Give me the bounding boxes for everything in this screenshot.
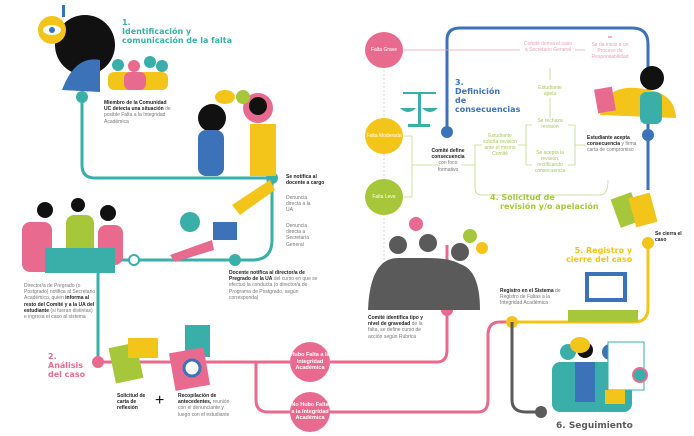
illustration-two-people-talking	[198, 90, 276, 176]
step3-title: 3. Definición de consecuencias	[455, 78, 521, 114]
committee-defines-text: Comité define consecuencia con foco form…	[431, 148, 465, 173]
teal-node	[229, 254, 241, 266]
illustration-committee-silhouettes	[368, 217, 488, 310]
illustration-documents	[108, 325, 211, 391]
illustration-followup-group	[552, 337, 648, 412]
outcome-no-circle: No Hubo Falta a la Integridad Académica	[290, 392, 330, 432]
step-number: 1.	[122, 18, 131, 27]
title-line: comunicación de la falta	[122, 36, 233, 45]
blue-path	[445, 26, 650, 190]
severity-leve: Falta Leve	[365, 179, 403, 215]
pink-node	[92, 356, 104, 368]
yellow-node	[642, 237, 654, 249]
blue-node	[642, 129, 654, 141]
outcome-yes-circle: Hubo Falta a la Integridad Académica	[290, 342, 330, 382]
step4-title: 4. Solicitud de revisión y/o apelación	[490, 193, 599, 211]
green-review-lines	[404, 68, 609, 198]
gray-path	[510, 322, 540, 414]
case-closed-text: Se cierra el caso	[655, 231, 682, 244]
step1-title: 1. Identificación y comunicación de la f…	[122, 18, 232, 45]
illustration-letter-handoff	[170, 180, 275, 262]
gather-evidence-text: Recopilación de antecedentes, reunión co…	[178, 393, 230, 418]
responsibility-process-text: **Se da inicio a un Proceso de Responsab…	[591, 36, 629, 60]
register-system-text: Registro en el Sistema de Registro de Fa…	[500, 288, 561, 307]
review-rejected-text: Se rechaza revisión	[537, 118, 563, 130]
step2-title: 2. Análisis del caso	[48, 352, 86, 379]
letter-request-text: Solicitud de carta de reflexión	[117, 393, 146, 412]
legend-direct-sg: Denuncia directa a Secretaría General	[286, 223, 310, 248]
step6-title: 6. Seguimiento	[556, 421, 633, 431]
request-review-text: Estudiante solicita revisión ante el mis…	[483, 133, 517, 157]
blue-node	[441, 126, 453, 138]
illustration-observer	[38, 5, 115, 92]
illustration-community-crowd	[108, 56, 168, 90]
step5-title: 5. Registro y cierre del caso	[566, 246, 633, 264]
teal-node	[76, 91, 88, 103]
illustration-computer	[568, 272, 638, 322]
teacher-notifies-text: Docente notifica al director/a de Pregra…	[229, 270, 318, 301]
plus-sign: +	[155, 392, 165, 409]
gray-node	[535, 406, 547, 418]
illustration-team-table	[22, 198, 123, 273]
illustration-student-accepting	[594, 66, 676, 124]
severity-moderada: Falta Moderada	[365, 118, 403, 154]
title-line: Identificación y	[122, 27, 192, 36]
review-accepted-text: Se acepta la revisión, rectificando cons…	[534, 150, 566, 174]
notify-teacher-text: Se notifica al docente a cargo	[286, 174, 325, 187]
committee-identifies-text: Comité identifica tipo y nivel de graved…	[368, 315, 424, 340]
derive-secretary-text: Comité deriva el caso a Secretario Gener…	[523, 41, 573, 53]
legend-direct-ua: Denuncia directa a la UA	[286, 195, 311, 214]
illustration-folders	[610, 192, 658, 228]
teal-node	[128, 254, 140, 266]
student-accepts-text: Estudiante acepta consecuencia y firma c…	[587, 135, 637, 154]
member-detects-text: Miembro de la Comunidad UC detecta una s…	[104, 100, 171, 125]
director-notifies-text: Director/a de Pregrado (o Postgrado) not…	[24, 283, 96, 321]
severity-grave: Falta Grave	[365, 32, 403, 68]
student-appeals-text: Estudiante apela	[538, 85, 562, 97]
illustration-scale	[400, 92, 438, 127]
